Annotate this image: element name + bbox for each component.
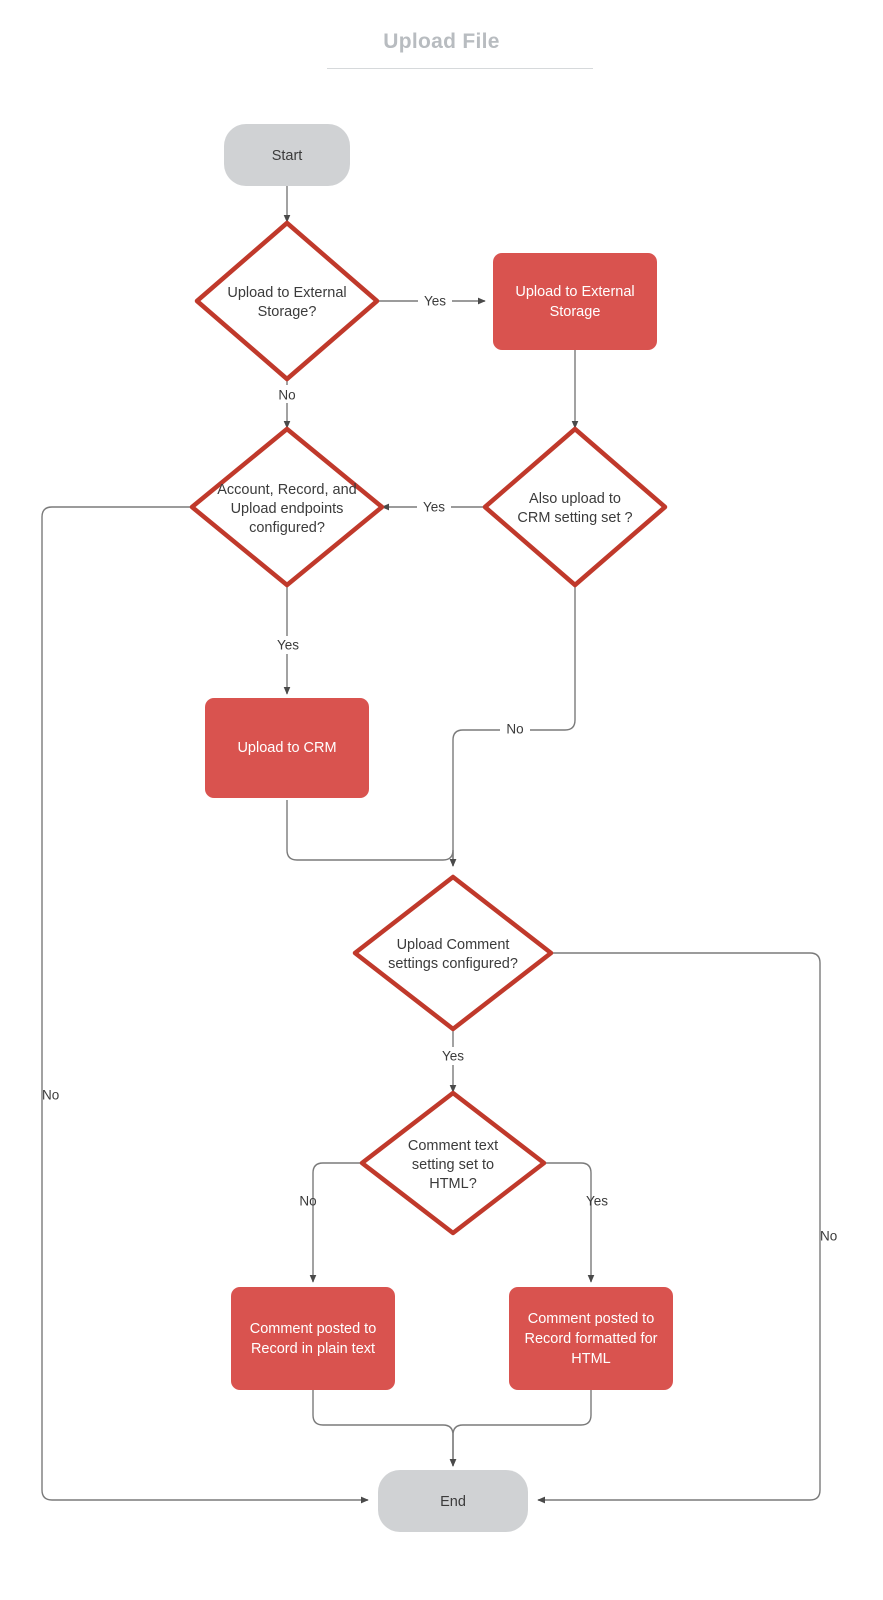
nodes-layer: Start Upload to External Storage? Upload… [189,124,673,1532]
node-comment-plain-text-shape [231,1287,395,1390]
edge-label-html-no: No [299,1194,316,1209]
edge-label-bg [417,494,451,512]
node-label-line: HTML? [429,1176,477,1192]
edge-label-bg [271,636,305,654]
node-upload-external-storage[interactable]: Upload to External Storage [493,253,657,350]
node-upload-to-crm-label: Upload to CRM [237,740,336,756]
edge-label-upload-external-yes: Yes [424,294,446,309]
node-label-line: Upload endpoints [231,501,344,517]
node-label-line: setting set to [412,1157,494,1173]
node-label-line: Record in plain text [251,1341,375,1357]
node-upload-to-crm-shape [205,698,369,798]
edge-html-q-yes [544,1162,595,1283]
edge-plain-text-to-end [312,1390,457,1467]
node-end-label: End [440,1494,466,1510]
node-endpoints-configured-question-shape [189,426,385,588]
node-label-line: Record formatted for [525,1331,658,1347]
node-endpoints-configured-question[interactable]: Account, Record, and Upload endpoints co… [189,426,385,588]
node-comment-html-formatted[interactable]: Comment posted to Record formatted for H… [509,1287,673,1390]
node-label-line: HTML [571,1351,610,1367]
edge-label-bg [436,1047,470,1065]
edge-label-upload-external-no: No [278,388,295,403]
edge-label-endpoints-no: No [42,1088,59,1103]
edges-layer [41,186,821,1504]
page-title: Upload File [383,30,500,53]
node-label-line: Upload to External [227,285,346,301]
node-upload-to-crm[interactable]: Upload to CRM [205,698,369,798]
node-comment-text-html-question-shape [359,1090,547,1236]
node-label-line: configured? [249,520,325,536]
node-label-line: Storage [550,304,601,320]
edge-label-bg [500,720,530,738]
node-upload-comment-settings-question-shape [352,874,554,1032]
edge-endpoints-q-no [41,506,369,1504]
edge-html-q-no [309,1162,362,1283]
edge-label-crm-no: No [506,722,523,737]
node-comment-text-html-question[interactable]: Comment text setting set to HTML? [359,1090,547,1236]
edge-label-comment-yes: Yes [442,1049,464,1064]
node-label-line: Upload to External [515,284,634,300]
node-label-line: Comment text [408,1138,498,1154]
edge-labels-layer: Yes No Yes No Yes No Yes No No Yes [42,288,837,1244]
node-label-line: settings configured? [388,956,518,972]
node-end[interactable]: End [378,1470,528,1532]
node-comment-plain-text[interactable]: Comment posted to Record in plain text [231,1287,395,1390]
node-label-line: Comment posted to [250,1321,377,1337]
node-start-label: Start [272,148,303,164]
node-label-line: Also upload to [529,491,621,507]
node-upload-external-storage-question-shape [194,220,380,382]
edge-label-comment-no: No [820,1229,837,1244]
title-underline-divider [327,68,593,69]
node-upload-external-storage-question[interactable]: Upload to External Storage? [194,220,380,382]
edge-upload-crm-to-comment-q [286,800,457,867]
edge-label-bg [272,385,302,403]
node-upload-external-storage-shape [493,253,657,350]
node-label-line: Upload Comment [397,937,510,953]
node-start-shape [224,124,350,186]
edge-label-crm-yes: Yes [423,500,445,515]
edge-label-html-yes: Yes [586,1194,608,1209]
node-also-upload-crm-question[interactable]: Also upload to CRM setting set ? [482,426,668,588]
node-label-line: CRM setting set ? [517,510,632,526]
node-upload-comment-settings-question[interactable]: Upload Comment settings configured? [352,874,554,1032]
node-comment-html-formatted-shape [509,1287,673,1390]
edge-label-bg [418,288,452,306]
node-end-shape [378,1470,528,1532]
node-also-upload-crm-question-shape [482,426,668,588]
edge-html-text-to-end [449,1390,592,1467]
node-label-line: Account, Record, and [217,482,356,498]
node-start[interactable]: Start [224,124,350,186]
edge-comment-q-no [537,952,821,1504]
node-label-line: Storage? [258,304,317,320]
node-label-line: Comment posted to [528,1311,655,1327]
edge-label-endpoints-yes: Yes [277,638,299,653]
